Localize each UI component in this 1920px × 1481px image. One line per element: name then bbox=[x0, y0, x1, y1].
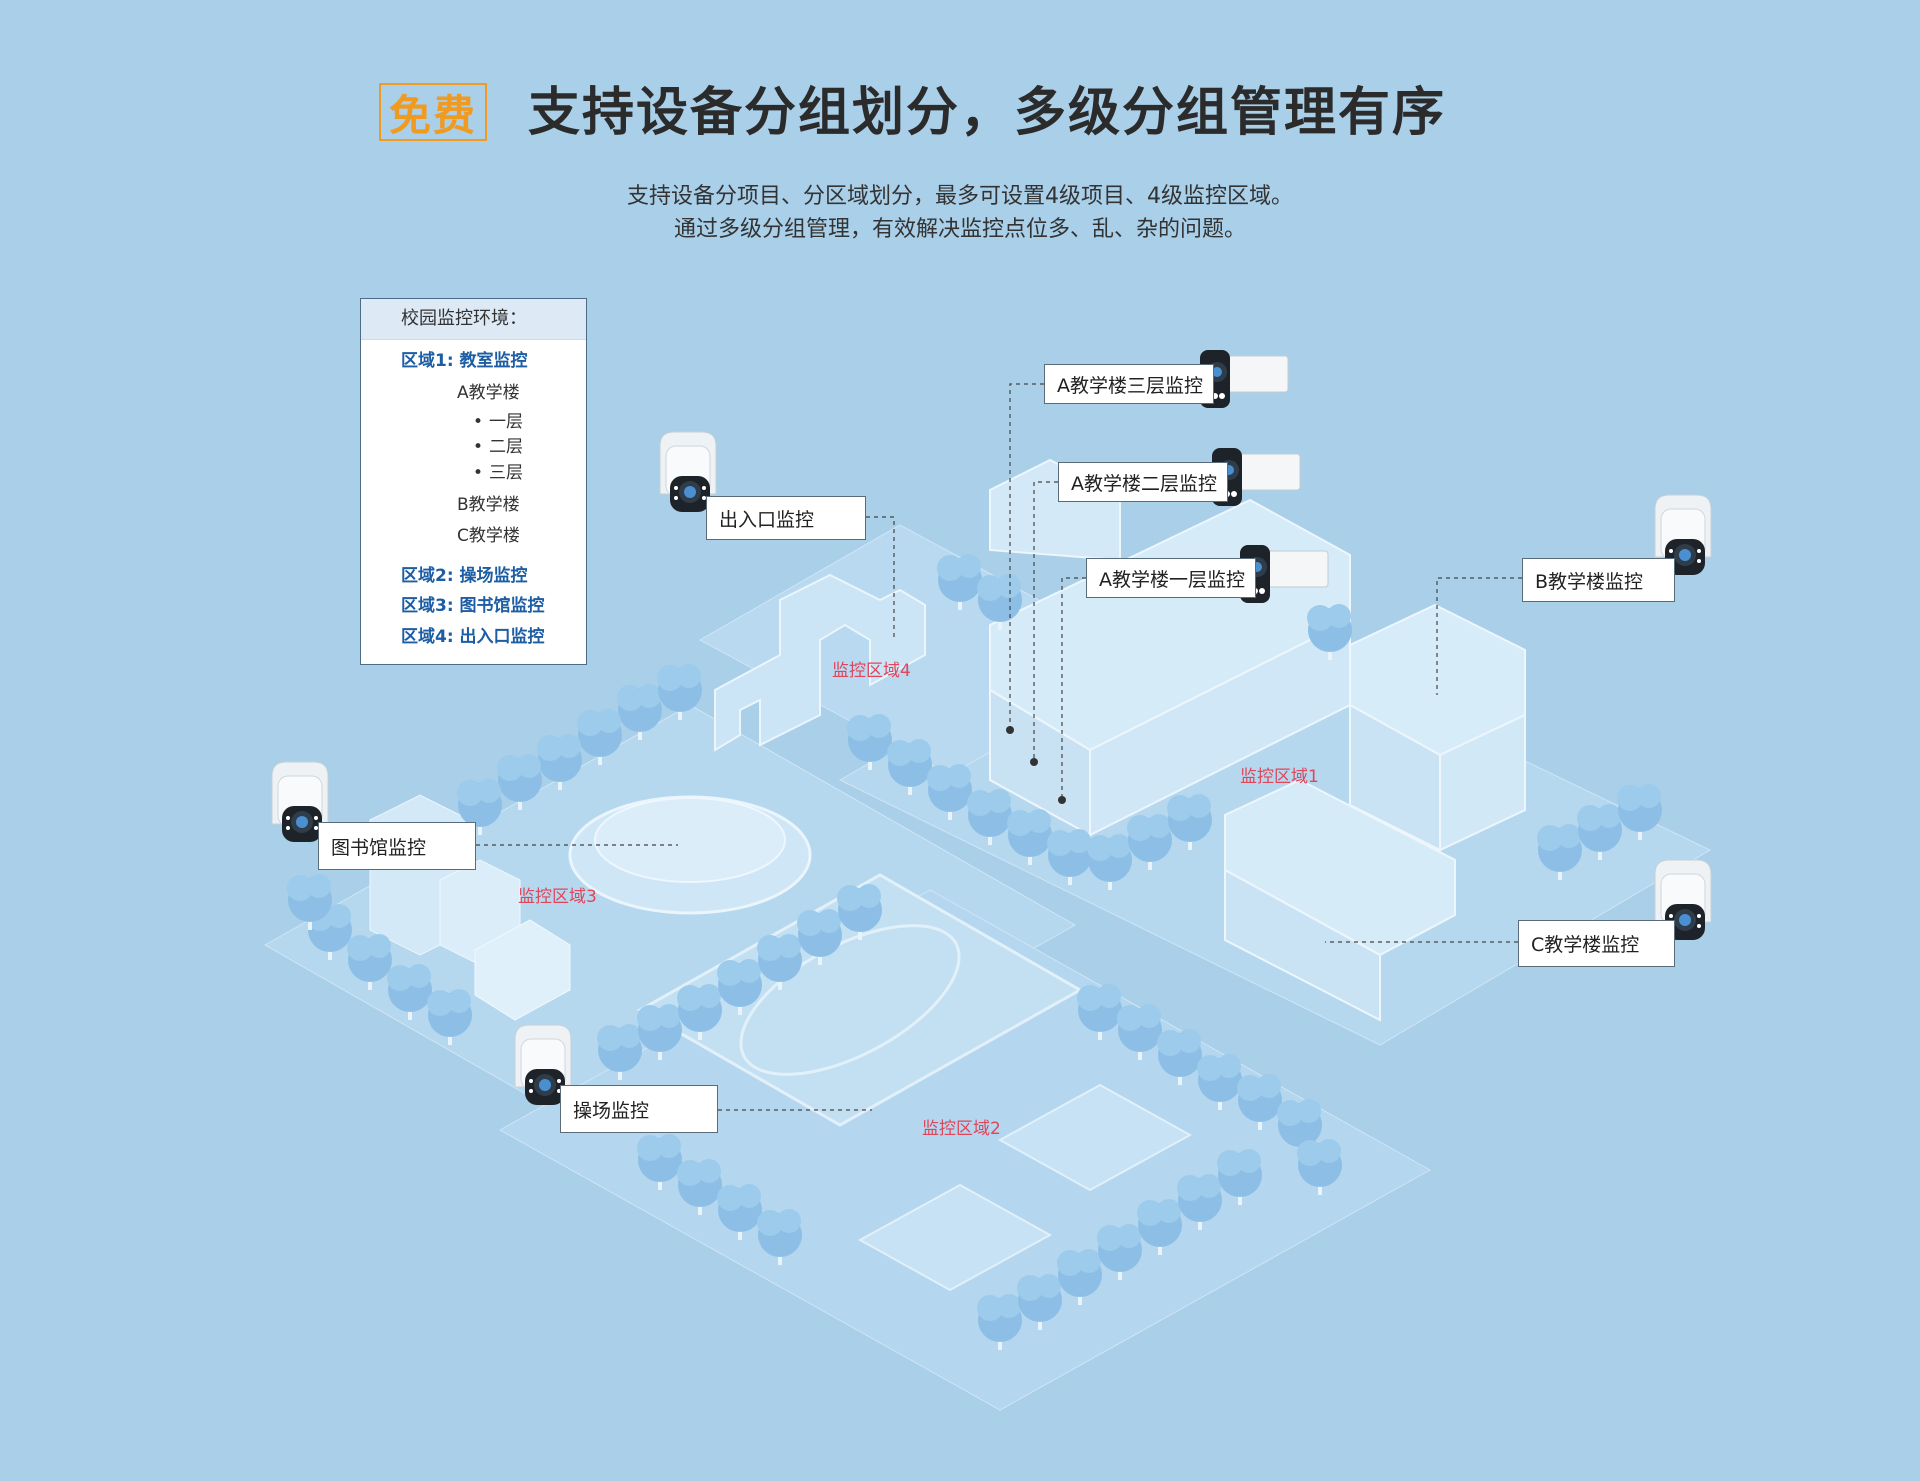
legend-building-a: A教学楼 bbox=[457, 383, 520, 403]
subtitle-line-1: 支持设备分项目、分区域划分，最多可设置4级项目、4级监控区域。 bbox=[627, 184, 1293, 209]
camera-label-playground: 操场监控 bbox=[560, 1085, 718, 1133]
legend-zone-1: 区域1: 教室监控 bbox=[401, 351, 528, 371]
legend-floor-2: 二层 bbox=[473, 432, 523, 457]
legend-box: 校园监控环境： 区域1: 教室监控 A教学楼 一层 二层 三层 B教学楼 C教学… bbox=[360, 298, 587, 665]
zone-label-2: 监控区域2 bbox=[922, 1119, 1001, 1139]
camera-label-entrance: 出入口监控 bbox=[706, 496, 866, 540]
entrance-gate bbox=[714, 573, 926, 752]
subtitle-line-2: 通过多级分组管理，有效解决监控点位多、乱、杂的问题。 bbox=[673, 217, 1246, 242]
legend-zone-4: 区域4: 出入口监控 bbox=[401, 627, 545, 647]
camera-label-a2: A教学楼二层监控 bbox=[1058, 462, 1228, 502]
camera-label-a1: A教学楼一层监控 bbox=[1086, 558, 1256, 598]
building-c bbox=[1224, 778, 1456, 1022]
building-b bbox=[1349, 603, 1526, 852]
leader-lines bbox=[476, 383, 1522, 1111]
camera-label-a3: A教学楼三层监控 bbox=[1044, 364, 1214, 404]
library-stadium bbox=[568, 795, 812, 915]
legend-floor-3: 三层 bbox=[473, 458, 523, 483]
camera-label-b: B教学楼监控 bbox=[1522, 558, 1675, 602]
zone-label-4: 监控区域4 bbox=[832, 661, 911, 681]
legend-title: 校园监控环境： bbox=[361, 299, 586, 340]
zone-label-3: 监控区域3 bbox=[518, 887, 597, 907]
legend-building-c: C教学楼 bbox=[457, 526, 520, 546]
page-title: 支持设备分组划分，多级分组管理有序 bbox=[528, 83, 1447, 143]
zone-label-1: 监控区域1 bbox=[1240, 767, 1319, 787]
legend-building-b: B教学楼 bbox=[457, 495, 520, 515]
legend-zone-3: 区域3: 图书馆监控 bbox=[401, 596, 545, 616]
camera-label-c: C教学楼监控 bbox=[1518, 920, 1675, 967]
free-badge: 免费 bbox=[379, 83, 487, 141]
camera-label-library: 图书馆监控 bbox=[318, 822, 476, 870]
leader-dots bbox=[1006, 726, 1066, 804]
legend-floor-1: 一层 bbox=[473, 407, 523, 432]
legend-zone-2: 区域2: 操场监控 bbox=[401, 566, 528, 586]
